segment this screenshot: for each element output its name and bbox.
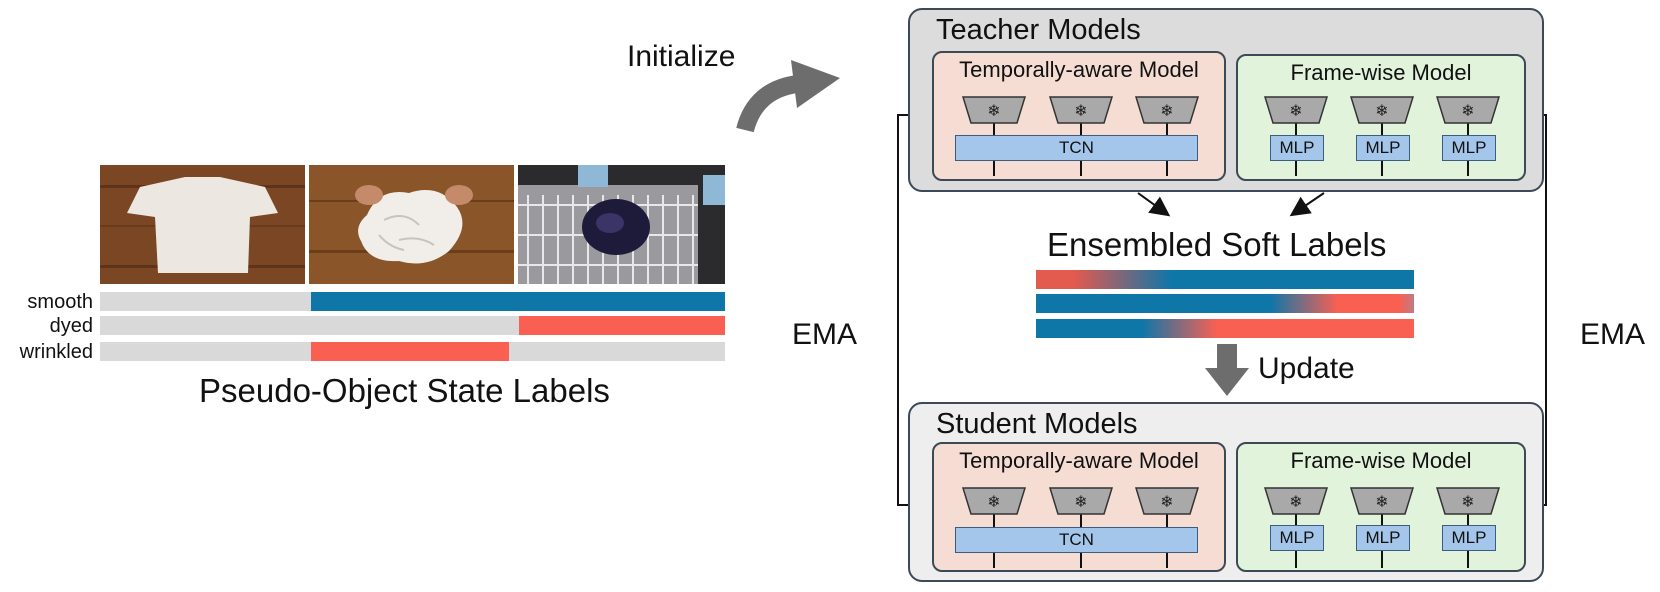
student-models-title: Student Models [936,408,1138,440]
svg-text:❄: ❄ [1289,103,1302,120]
teacher-temporal-title: Temporally-aware Model [959,57,1199,82]
student-frozen-encoder-3-icon: ❄ [1135,487,1199,515]
photo-wrinkled-shirt [309,165,514,284]
student-mlp-1: MLP [1270,525,1324,551]
track-dyed [100,316,725,335]
student-frozen-encoder-2-icon: ❄ [1049,487,1113,515]
track-wrinkled [100,342,725,361]
svg-text:❄: ❄ [1375,494,1388,511]
initialize-arrow-icon [736,60,840,133]
teacher-frozen-encoder-2-icon: ❄ [1049,96,1113,124]
svg-text:❄: ❄ [1375,103,1388,120]
svg-text:❄: ❄ [1461,103,1474,120]
teacher-mlp-2: MLP [1356,135,1410,161]
teacher-frame-encoder-2-icon: ❄ [1350,96,1414,124]
teacher-frame-encoder-3-icon: ❄ [1436,96,1500,124]
student-tcn-block: TCN [955,527,1198,553]
teacher-framewise-title: Frame-wise Model [1290,60,1472,85]
ema-left-label: EMA [792,318,858,351]
svg-text:❄: ❄ [987,494,1000,511]
teacher-models-title: Teacher Models [936,14,1141,46]
teacher-frozen-encoder-1-icon: ❄ [962,96,1026,124]
student-temporal-title: Temporally-aware Model [959,448,1199,473]
student-frame-encoder-1-icon: ❄ [1264,487,1328,515]
update-label: Update [1258,352,1355,385]
state-name-smooth: smooth [27,291,93,313]
student-frame-encoder-3-icon: ❄ [1436,487,1500,515]
segment-wrinkled [311,342,510,361]
segment-dyed [518,316,725,335]
segment-smooth [311,292,725,311]
student-framewise-title: Frame-wise Model [1290,448,1472,473]
svg-text:❄: ❄ [987,103,1000,120]
initialize-label: Initialize [627,40,736,73]
svg-text:❄: ❄ [1160,103,1173,120]
photo-flat-shirt [100,165,305,284]
teacher-frame-encoder-1-icon: ❄ [1264,96,1328,124]
student-mlp-3: MLP [1442,525,1496,551]
ensembled-soft-labels-title: Ensembled Soft Labels [1047,226,1387,263]
teacher-mlp-3: MLP [1442,135,1496,161]
state-name-dyed: dyed [49,315,93,337]
svg-text:❄: ❄ [1074,494,1087,511]
teacher-tcn-block: TCN [955,135,1198,161]
state-name-wrinkled: wrinkled [19,341,93,363]
track-smooth [100,292,725,311]
teacher-mlp-1: MLP [1270,135,1324,161]
teacher-frozen-encoder-3-icon: ❄ [1135,96,1199,124]
update-arrow-icon [1205,344,1249,396]
student-frozen-encoder-1-icon: ❄ [962,487,1026,515]
svg-text:❄: ❄ [1160,494,1173,511]
photo-dyed-shirt [518,165,725,284]
svg-text:❄: ❄ [1289,494,1302,511]
soft-label-bar-1 [1036,270,1414,289]
svg-text:❄: ❄ [1074,103,1087,120]
student-frame-encoder-2-icon: ❄ [1350,487,1414,515]
soft-label-bar-2 [1036,294,1414,313]
soft-label-bar-3 [1036,319,1414,338]
ema-right-label: EMA [1580,318,1646,351]
svg-text:❄: ❄ [1461,494,1474,511]
student-mlp-2: MLP [1356,525,1410,551]
pseudo-labels-caption: Pseudo-Object State Labels [199,372,610,409]
